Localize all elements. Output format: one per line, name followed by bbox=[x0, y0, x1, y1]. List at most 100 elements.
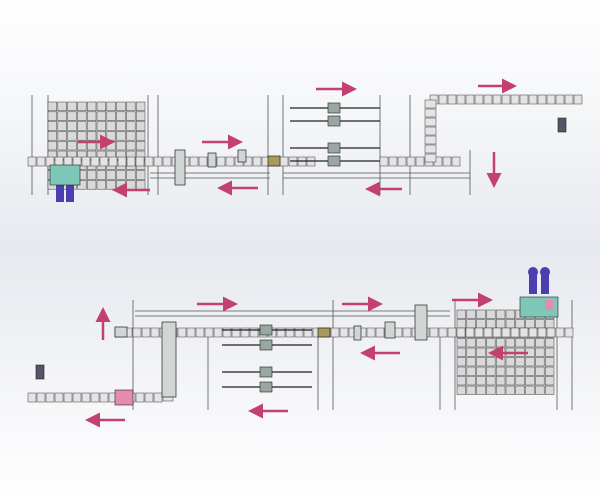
storage-cell bbox=[135, 121, 146, 131]
robot-arm bbox=[56, 180, 64, 202]
conveyor-segment bbox=[465, 94, 475, 105]
station bbox=[237, 149, 247, 163]
storage-cell bbox=[77, 121, 87, 131]
storage-cell bbox=[57, 121, 67, 131]
conveyor-segment bbox=[510, 327, 520, 338]
conveyor-segment bbox=[162, 156, 172, 167]
conveyor-segment bbox=[424, 144, 437, 154]
storage-cell bbox=[116, 121, 126, 131]
storage-cell bbox=[96, 170, 107, 180]
machines bbox=[35, 102, 567, 406]
storage-cell bbox=[466, 338, 476, 348]
storage-cell bbox=[476, 376, 486, 386]
storage-cell bbox=[106, 111, 116, 121]
storage-cell bbox=[126, 111, 136, 121]
conveyor-segment bbox=[99, 392, 109, 403]
storage-cell bbox=[535, 385, 545, 395]
storage-cell bbox=[544, 376, 555, 386]
conveyor-segment bbox=[474, 94, 484, 105]
storage-cell bbox=[505, 319, 516, 329]
conveyor-segment bbox=[483, 94, 493, 105]
storage-cell bbox=[515, 319, 525, 329]
conveyor-segment bbox=[424, 117, 437, 127]
conveyor-segment bbox=[528, 327, 538, 338]
conveyor-segment bbox=[564, 94, 574, 105]
station bbox=[414, 304, 428, 341]
robot-head bbox=[540, 267, 550, 277]
storage-cell bbox=[67, 140, 77, 151]
conveyor-segment bbox=[429, 327, 439, 338]
station bbox=[161, 321, 177, 398]
storage-cell bbox=[515, 376, 525, 386]
conveyor-segment bbox=[231, 327, 241, 338]
storage-cell bbox=[476, 338, 486, 348]
storage-cell bbox=[495, 376, 506, 386]
packing-module bbox=[545, 300, 553, 310]
storage-cell bbox=[486, 357, 496, 367]
storage-cell bbox=[77, 101, 87, 112]
storage-cell bbox=[495, 319, 506, 329]
storage-cell bbox=[116, 140, 126, 151]
storage-cell bbox=[486, 366, 496, 376]
conveyor-segment bbox=[225, 156, 235, 167]
storage-cell bbox=[486, 319, 496, 329]
press-unit bbox=[327, 102, 341, 114]
conveyor-segment bbox=[465, 327, 475, 338]
storage-cell bbox=[47, 131, 58, 141]
storage-cell bbox=[525, 338, 535, 348]
conveyor-segment bbox=[240, 327, 250, 338]
conveyor-segment bbox=[519, 327, 529, 338]
press-unit bbox=[259, 366, 273, 378]
storage-cell bbox=[495, 385, 506, 395]
conveyor-segment bbox=[27, 392, 37, 403]
conveyor-segment bbox=[63, 392, 73, 403]
storage-cell bbox=[86, 180, 97, 190]
storage-cell bbox=[495, 366, 506, 376]
conveyor-segment bbox=[36, 156, 46, 167]
station bbox=[353, 325, 362, 341]
storage-cell bbox=[96, 101, 107, 112]
conveyor-segment bbox=[54, 156, 64, 167]
storage-cell bbox=[466, 385, 476, 395]
storage-cell bbox=[525, 319, 535, 329]
conveyor-segment bbox=[388, 156, 398, 167]
conveyor-segment bbox=[402, 327, 412, 338]
storage-cell bbox=[525, 357, 535, 367]
conveyor-segment bbox=[474, 327, 484, 338]
storage-cell bbox=[535, 366, 545, 376]
robot-head bbox=[528, 267, 538, 277]
conveyor-segment bbox=[36, 392, 46, 403]
conveyor-segment bbox=[564, 327, 574, 338]
storage-cell bbox=[535, 376, 545, 386]
conveyor-segment bbox=[519, 94, 529, 105]
storage-cell bbox=[466, 366, 476, 376]
storage-cell bbox=[456, 366, 467, 376]
station bbox=[207, 152, 217, 168]
storage-cell bbox=[456, 338, 467, 348]
frame-lines bbox=[31, 95, 573, 410]
storage-cell bbox=[544, 357, 555, 367]
conveyor-segment bbox=[204, 327, 214, 338]
conveyor-segment bbox=[126, 156, 136, 167]
conveyor-segment bbox=[150, 327, 160, 338]
storage-cell bbox=[525, 376, 535, 386]
storage-cell bbox=[535, 338, 545, 348]
flow-arrows bbox=[78, 78, 528, 428]
conveyor-segment bbox=[45, 156, 55, 167]
storage-cell bbox=[67, 131, 77, 141]
conveyor-segment bbox=[90, 156, 100, 167]
robot-arm bbox=[529, 272, 537, 294]
conveyor-segment bbox=[72, 156, 82, 167]
storage-cell bbox=[57, 131, 67, 141]
conveyor-segment bbox=[442, 156, 452, 167]
storage-cell bbox=[495, 309, 506, 319]
conveyor-segment bbox=[366, 327, 376, 338]
conveyor-segment bbox=[81, 392, 91, 403]
conveyor-segment bbox=[135, 156, 145, 167]
conveyor-segment bbox=[451, 156, 461, 167]
conveyor-segment bbox=[249, 327, 259, 338]
conveyor-segment bbox=[117, 156, 127, 167]
conveyor-segment bbox=[438, 327, 448, 338]
conveyor-segment bbox=[54, 392, 64, 403]
